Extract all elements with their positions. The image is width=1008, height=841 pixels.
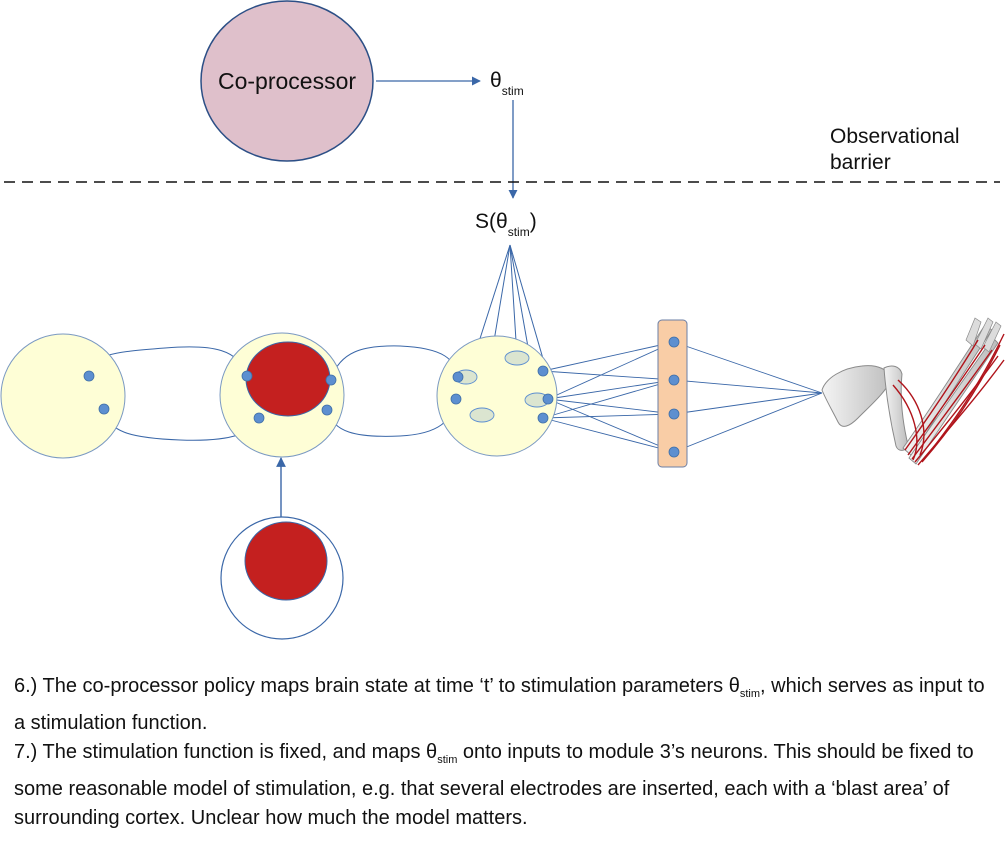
neuron [321,404,333,416]
input-active-region [244,521,328,601]
caption-item-6-text: 6.) The co-processor policy maps brain s… [14,675,740,697]
output-unit [668,336,680,348]
output-unit [668,408,680,420]
output-unit [668,374,680,386]
caption-item-7: 7.) The stimulation function is fixed, a… [14,738,999,833]
caption-item-6: 6.) The co-processor policy maps brain s… [14,672,999,738]
neuron [450,393,462,405]
theta-stim-label: θstim [490,69,524,98]
neuron [537,365,549,377]
caption-item-7-text: 7.) The stimulation function is fixed, a… [14,741,438,763]
neuron [452,371,464,383]
module-3 [436,335,558,457]
active-region [245,341,331,417]
bar-to-arm-connections [673,341,823,453]
barrier-label-line2: barrier [830,151,891,174]
barrier-label-line1: Observational [830,125,960,148]
electrode-area [469,407,495,423]
neuron [83,370,95,382]
neuron [325,374,337,386]
caption-item-6-text-end: , which serves as input to a stimulation… [14,675,985,734]
arm-skeleton-image [821,317,1005,466]
neuron [253,412,265,424]
neuron [98,403,110,415]
caption: 6.) The co-processor policy maps brain s… [14,672,999,833]
coprocessor-label: Co-processor [218,68,356,94]
module3-to-bar-connections [542,341,675,453]
neuron [537,412,549,424]
stim-function-label: S(θstim) [475,210,537,239]
muscle-output-bar [657,319,688,468]
caption-item-6-subscript: stim [739,688,761,700]
electrode-area [504,350,530,366]
neuron [542,393,554,405]
output-unit [668,446,680,458]
neuron [241,370,253,382]
module-1 [0,333,126,459]
diagram-canvas: Co-processor θstim Observational barrier… [0,0,1005,640]
caption-item-7-subscript: stim [437,754,458,766]
caption-item-7-text-end: onto inputs to module 3’s neurons. This … [14,741,974,829]
coprocessor-node [200,0,374,162]
